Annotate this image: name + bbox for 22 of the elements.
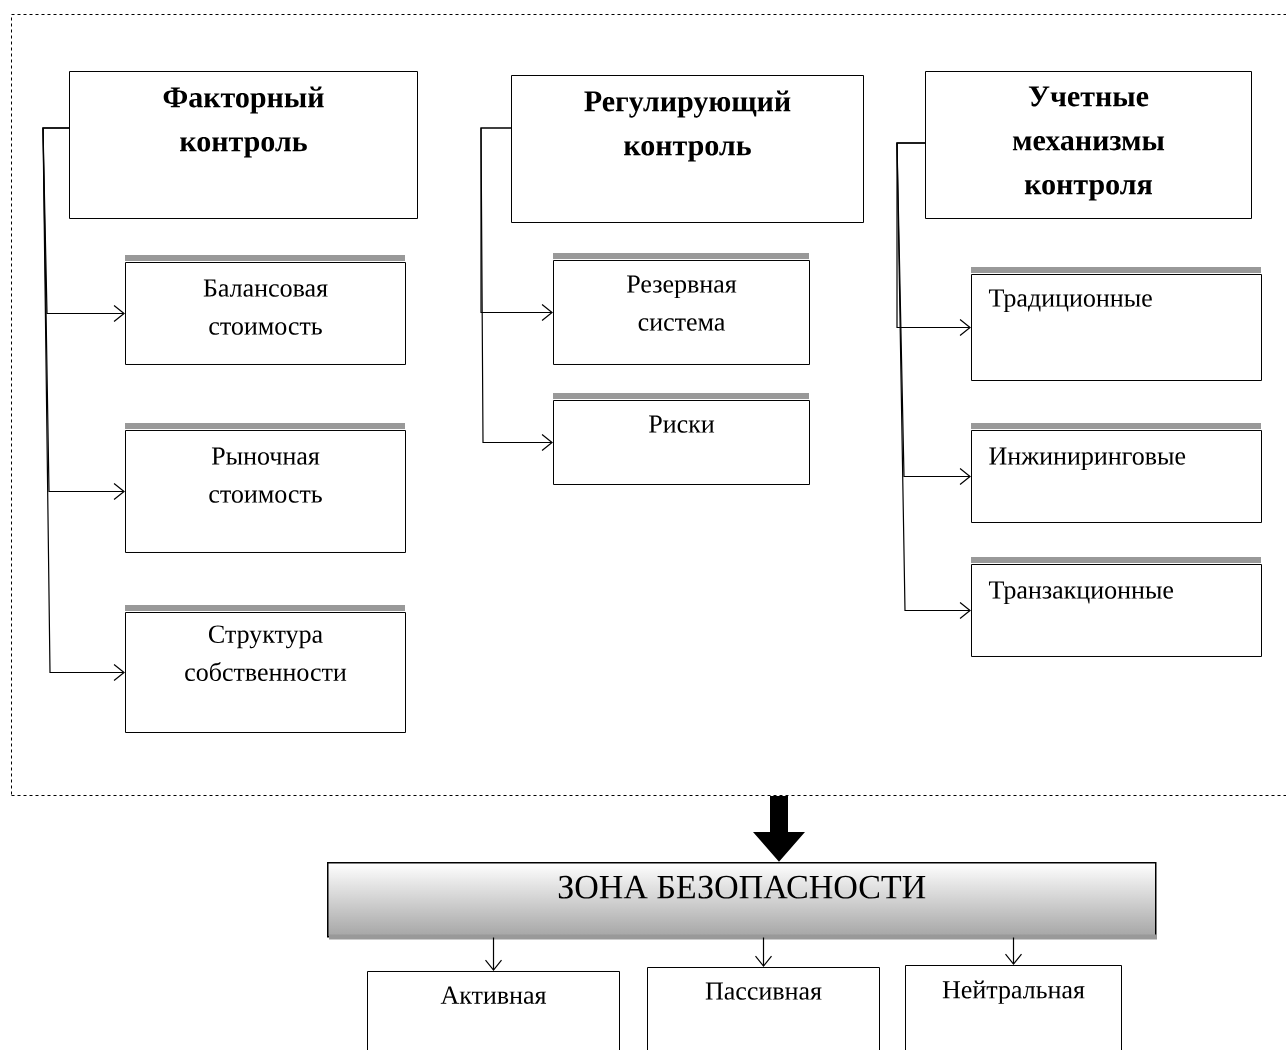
category-box: Риски <box>553 393 810 485</box>
category-box: Рыночная стоимость <box>125 423 406 553</box>
category-box: Пассивная <box>647 967 880 1050</box>
arrow <box>896 142 971 620</box>
arrow <box>754 936 773 967</box>
category-box: Резервная система <box>553 253 810 365</box>
category-box: Нейтральная <box>905 965 1122 1050</box>
category-box: Инжиниринговые <box>971 423 1262 523</box>
arrow <box>1004 936 1023 965</box>
dashed-frame <box>11 14 1286 796</box>
heading-box: Регулирующий контроль <box>511 75 864 223</box>
category-box: Структура собственности <box>125 605 406 733</box>
arrow <box>42 127 125 682</box>
category-box: Традиционные <box>971 267 1262 381</box>
heading-box: Учетные механизмы контроля <box>925 71 1252 219</box>
arrow <box>480 127 553 452</box>
category-box: Транзакционные <box>971 557 1262 657</box>
category-box: Активная <box>367 971 620 1050</box>
heading-box: Факторный контроль <box>69 71 418 219</box>
category-box: Балансовая стоимость <box>125 255 406 365</box>
zone-box: ЗОНА БЕЗОПАСНОСТИ <box>327 862 1157 940</box>
arrow <box>484 936 503 971</box>
